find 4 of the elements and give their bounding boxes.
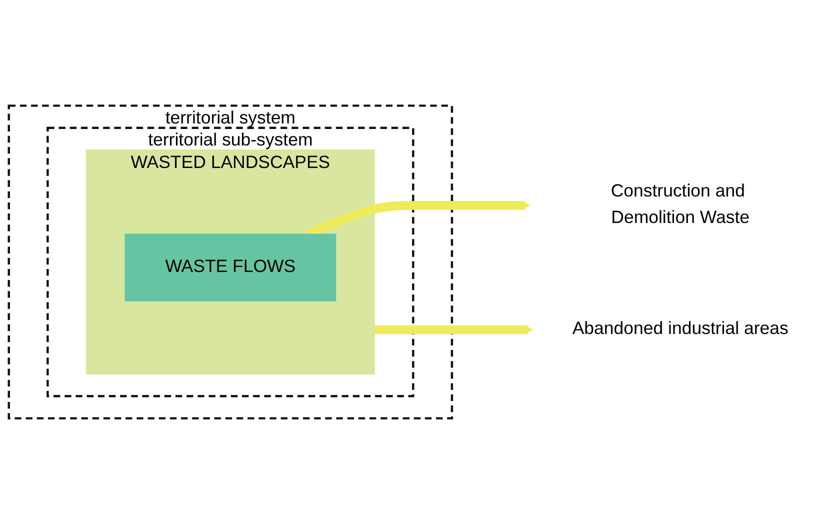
node-box: WASTE FLOWS bbox=[124, 234, 336, 302]
arrow bbox=[374, 324, 533, 334]
node-text: Construction and Demolition Waste bbox=[610, 182, 750, 228]
node-text: Abandoned industrial areas bbox=[572, 320, 788, 338]
